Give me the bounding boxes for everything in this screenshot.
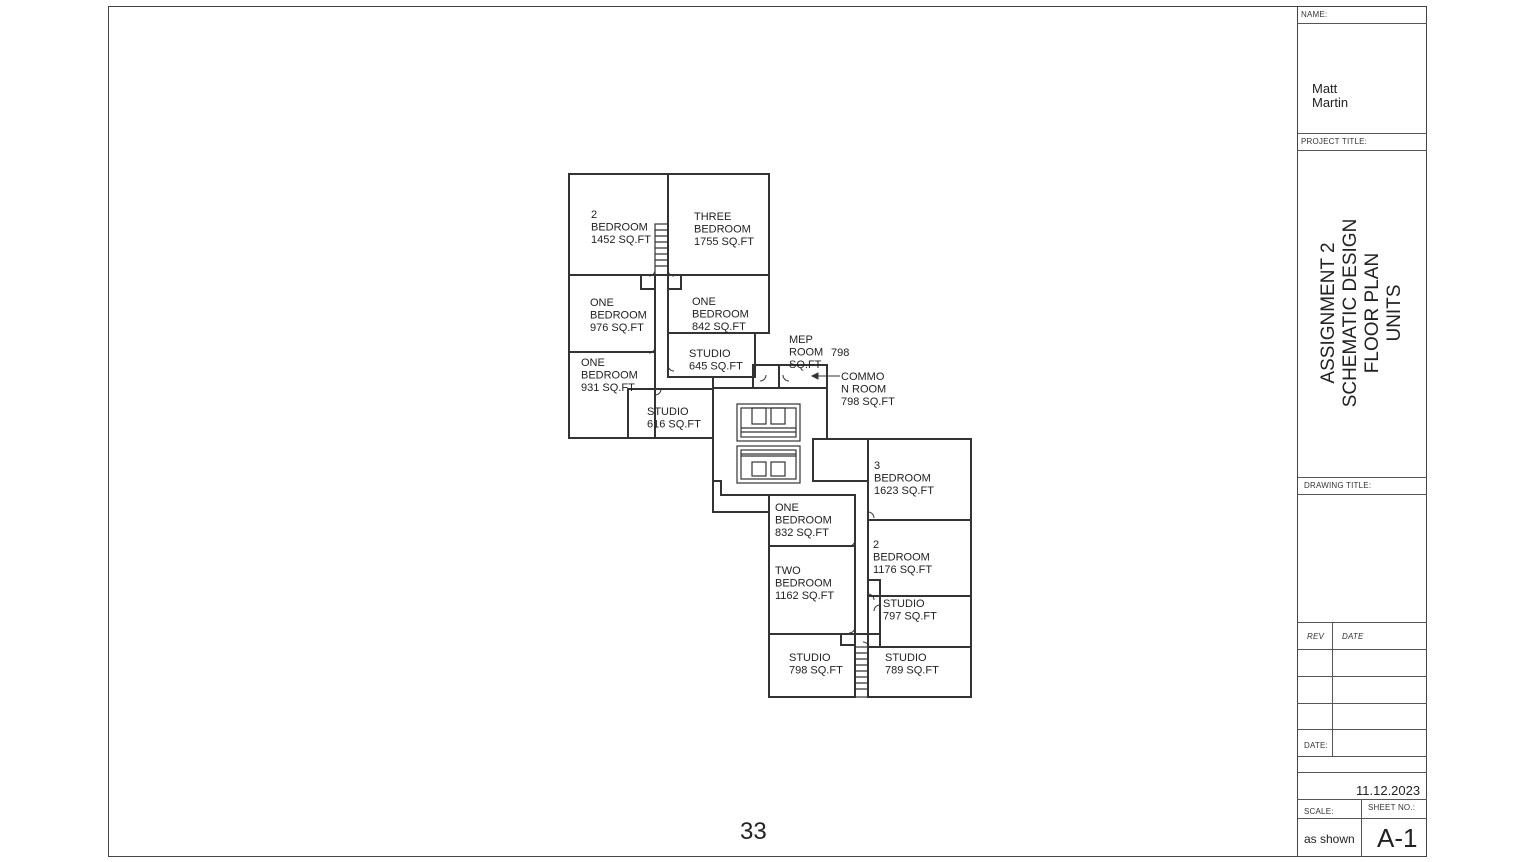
- project-title-label: PROJECT TITLE:: [1301, 137, 1368, 146]
- name-label: NAME:: [1301, 10, 1328, 19]
- title-block: [1297, 6, 1427, 857]
- core-outline: [713, 387, 881, 634]
- sheet-number-value: A-1: [1377, 823, 1418, 853]
- elevator-core-1: [736, 403, 801, 442]
- designer-first-name: Matt: [1312, 81, 1338, 96]
- scale-label: SCALE:: [1304, 807, 1334, 816]
- page-number: 33: [740, 818, 767, 845]
- scale-value: as shown: [1304, 832, 1355, 846]
- sheet-number-label: SHEET NO.:: [1368, 803, 1416, 812]
- stair-upper: [654, 223, 669, 276]
- date-label: DATE:: [1304, 741, 1328, 750]
- elevator-core-2: [736, 445, 801, 484]
- drawing-title-label: DRAWING TITLE:: [1304, 481, 1372, 490]
- rev-label: REV: [1307, 632, 1325, 641]
- corridor-upper: [640, 275, 714, 389]
- date-value: 11.12.2023: [1356, 783, 1421, 798]
- designer-last-name: Martin: [1312, 95, 1349, 110]
- label-mep-number: 798: [831, 347, 849, 359]
- corridor-lower-left: [712, 388, 856, 698]
- date-column-label: DATE: [1342, 632, 1364, 641]
- stair-lower: [854, 646, 869, 698]
